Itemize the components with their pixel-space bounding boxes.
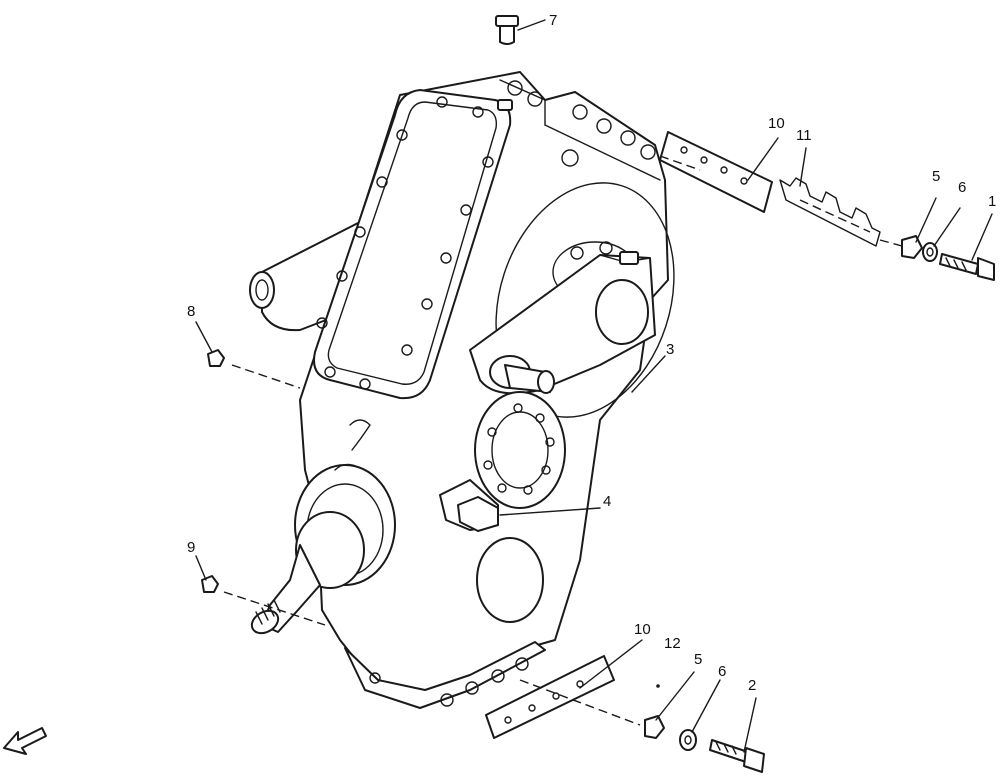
callouts: 7 10 11 5 6 1 8 3 4 9 10 12 5 6 2 bbox=[187, 12, 996, 694]
callout-4: 4 bbox=[603, 493, 611, 510]
bottom-flange bbox=[344, 641, 546, 709]
callout-3: 3 bbox=[666, 341, 674, 358]
callout-12: 12 bbox=[664, 635, 681, 652]
plug-9 bbox=[201, 575, 219, 593]
cover-bolts bbox=[316, 96, 494, 390]
strap-top bbox=[659, 131, 773, 213]
inspection-cover bbox=[313, 89, 512, 400]
callout-1: 1 bbox=[988, 193, 996, 210]
lock-plate-top bbox=[779, 177, 881, 247]
callout-7: 7 bbox=[549, 12, 557, 29]
callout-5-bottom: 5 bbox=[694, 651, 702, 668]
callout-10-bottom: 10 bbox=[634, 621, 651, 638]
gearbox-housing bbox=[249, 71, 675, 709]
plug-8 bbox=[207, 349, 225, 367]
assembly-lines bbox=[223, 155, 903, 726]
callout-2: 2 bbox=[748, 677, 756, 694]
strap-bottom bbox=[485, 655, 615, 739]
output-flange bbox=[474, 391, 566, 509]
part-12-dot bbox=[656, 684, 660, 688]
callout-6-bottom: 6 bbox=[718, 663, 726, 680]
callout-11: 11 bbox=[796, 127, 812, 144]
fasteners-top bbox=[901, 235, 995, 281]
callout-6-top: 6 bbox=[958, 179, 966, 196]
arrow-down-left-icon bbox=[3, 727, 47, 755]
breather-plug bbox=[495, 15, 519, 45]
callout-9: 9 bbox=[187, 539, 195, 556]
callout-5-top: 5 bbox=[932, 168, 940, 185]
leader-lines bbox=[195, 19, 993, 753]
callout-8: 8 bbox=[187, 303, 195, 320]
callout-10-top: 10 bbox=[768, 115, 785, 132]
input-shaft bbox=[250, 464, 396, 635]
fasteners-bottom bbox=[644, 715, 765, 773]
